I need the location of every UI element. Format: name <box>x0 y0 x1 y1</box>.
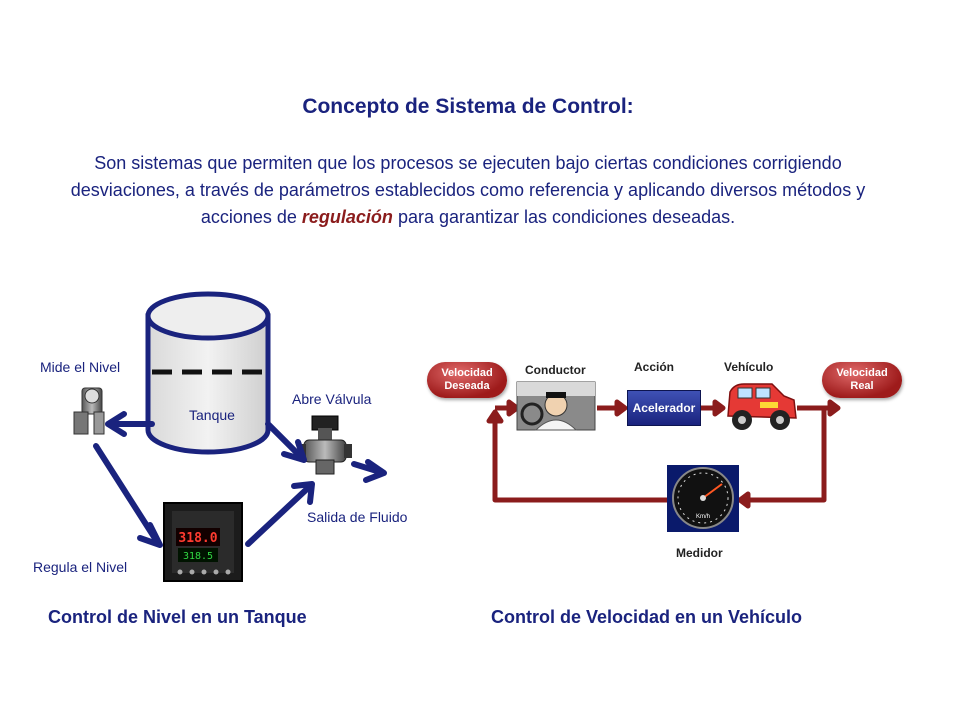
arrow-vehicle-to-real-head <box>827 399 841 417</box>
driver-photo-icon <box>516 381 596 431</box>
arrow-accelerator-to-vehicle-head <box>712 399 726 417</box>
tank-caption: Control de Nivel en un Tanque <box>48 607 307 627</box>
tank <box>145 291 271 455</box>
outflow-label: Salida de Fluido <box>307 509 408 525</box>
controller-label: Regula el Nivel <box>33 559 128 575</box>
sensor-label: Mide el Nivel <box>40 359 121 375</box>
valve-label: Abre Válvula <box>292 391 372 407</box>
slide-title: Concepto de Sistema de Control: <box>302 95 634 118</box>
desired-speed-line2: Deseada <box>444 380 490 392</box>
gauge-unit-label: Km/h <box>696 514 710 520</box>
desired-speed-node: Velocidad Deseada <box>427 362 507 398</box>
arrow-driver-to-accelerator-head <box>614 399 628 417</box>
regulation-emphasis: regulación <box>301 207 393 227</box>
actual-speed-line2: Real <box>850 380 874 392</box>
controller-display-top: 318.0 <box>178 531 217 546</box>
tank-label: Tanque <box>189 407 235 423</box>
driver-label: Conductor <box>525 363 586 377</box>
accelerator-node: Acelerador <box>627 390 701 426</box>
definition-text-1: Son sistemas que permiten que los proces… <box>70 153 866 227</box>
vehicle-caption: Control de Velocidad en un Vehículo <box>491 607 803 627</box>
vehicle-label: Vehículo <box>724 360 774 374</box>
definition-paragraph: Son sistemas que permiten que los proces… <box>70 150 866 231</box>
feedback-to-driver-head <box>486 409 504 424</box>
definition-text-2: para garantizar las condiciones deseadas… <box>392 207 736 227</box>
desired-speed-line1: Velocidad <box>441 367 493 379</box>
arrow-tank-to-sensor <box>105 411 155 437</box>
arrow-tank-to-valve <box>265 421 307 463</box>
actual-speed-node: Velocidad Real <box>822 362 902 398</box>
speedometer-icon: Km/h <box>667 465 739 532</box>
level-sensor-icon <box>73 387 105 435</box>
vehicle-icon <box>727 383 797 430</box>
feedback-loop-left <box>492 420 667 503</box>
level-controller-icon: 318.0 318.5 <box>163 502 243 582</box>
controller-display-bottom: 318.5 <box>183 551 213 562</box>
action-label: Acción <box>634 360 675 374</box>
meter-label: Medidor <box>676 546 723 560</box>
arrow-sensor-to-controller <box>93 443 163 548</box>
actual-speed-line1: Velocidad <box>836 367 888 379</box>
feedback-loop-right <box>741 408 827 503</box>
arrow-outflow <box>351 459 387 483</box>
feedback-to-meter-head <box>737 491 751 509</box>
valve-icon <box>298 415 352 475</box>
arrow-controller-to-valve <box>245 481 315 547</box>
arrow-desired-to-driver-head <box>506 399 520 417</box>
